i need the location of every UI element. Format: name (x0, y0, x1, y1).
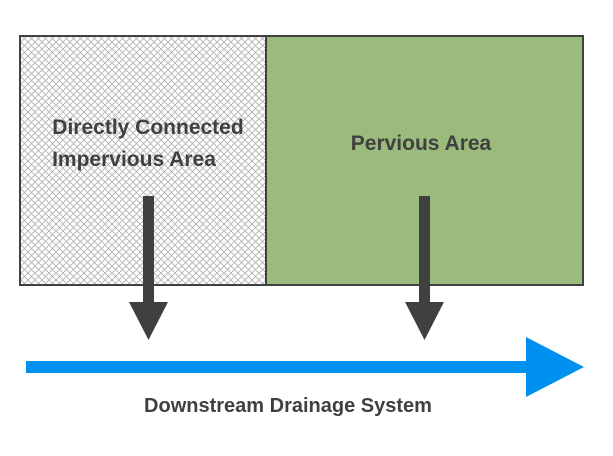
pervious-area-label: Pervious Area (351, 132, 492, 155)
impervious-runoff-arrow (129, 196, 168, 340)
impervious-area-label-line2: Impervious Area (52, 148, 216, 171)
impervious-area-label-line1: Directly Connected (52, 116, 243, 139)
drainage-flow-arrow (26, 337, 584, 397)
pervious-runoff-arrow (405, 196, 444, 340)
drainage-label: Downstream Drainage System (144, 395, 432, 417)
